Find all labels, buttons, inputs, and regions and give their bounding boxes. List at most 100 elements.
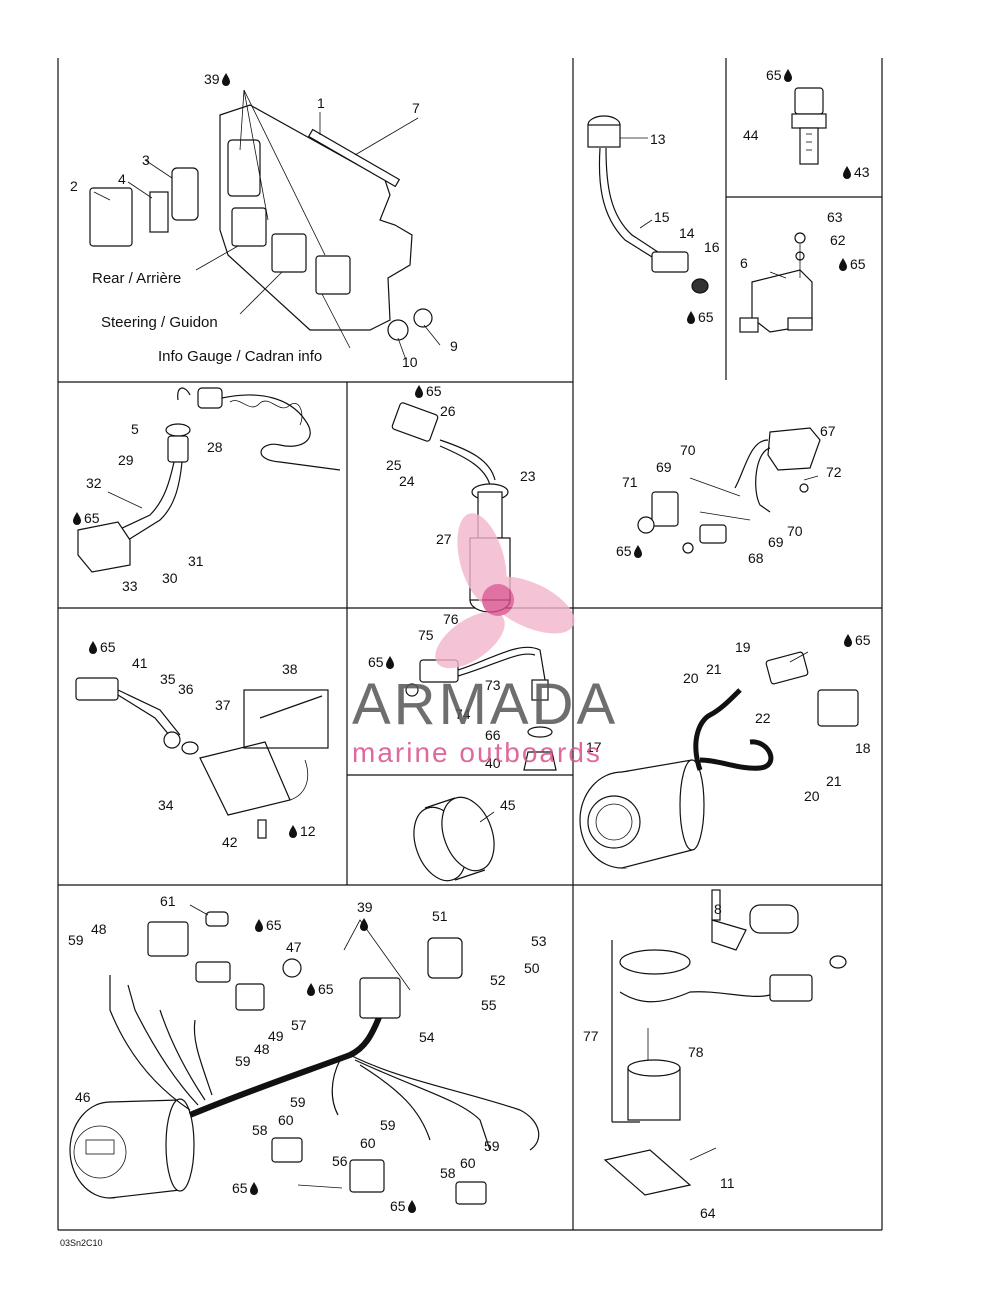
part-label-p54: 54 — [419, 1029, 435, 1045]
bracket-panel — [739, 232, 813, 333]
part-label-p69b: 69 — [768, 534, 784, 550]
part-label-p39a: 39 — [204, 71, 220, 87]
part-label-p63: 63 — [827, 209, 843, 225]
part-label-p13: 13 — [650, 131, 666, 147]
part-label-p74: 74 — [455, 706, 471, 722]
part-label-p26: 26 — [440, 403, 456, 419]
part-label-p33: 33 — [122, 578, 138, 594]
part-label-p14: 14 — [679, 225, 695, 241]
harness-panel — [69, 904, 540, 1205]
part-label-p16: 16 — [704, 239, 720, 255]
part-label-p1: 1 — [317, 95, 325, 111]
part-label-p58a: 58 — [252, 1122, 268, 1138]
part-label-p64: 64 — [700, 1205, 716, 1221]
part-label-p8: 8 — [714, 901, 722, 917]
part-label-p65f: 65 — [616, 543, 632, 559]
oil-drop-icon — [255, 919, 263, 932]
part-label-p15: 15 — [654, 209, 670, 225]
oil-drop-icon — [687, 311, 695, 324]
part-label-p65j: 65 — [266, 917, 282, 933]
caption-steering: Steering / Guidon — [101, 314, 218, 331]
part-label-p59a: 59 — [68, 932, 84, 948]
oil-drop-icon — [73, 512, 81, 525]
part-label-p66: 66 — [485, 727, 501, 743]
part-label-p6: 6 — [740, 255, 748, 271]
part-label-p59d: 59 — [380, 1117, 396, 1133]
part-label-p60b: 60 — [360, 1135, 376, 1151]
part-label-p65c: 65 — [850, 256, 866, 272]
part-label-p18: 18 — [855, 740, 871, 756]
part-label-p5: 5 — [131, 421, 139, 437]
part-label-p78: 78 — [688, 1044, 704, 1060]
oil-drop-icon — [222, 73, 230, 86]
part-label-p43: 43 — [854, 164, 870, 180]
part-label-p40: 40 — [485, 755, 501, 771]
part-label-p48b: 48 — [254, 1041, 270, 1057]
part-label-p59c: 59 — [290, 1094, 306, 1110]
part-label-p12: 12 — [300, 823, 316, 839]
part-label-p65a: 65 — [698, 309, 714, 325]
part-label-p31: 31 — [188, 553, 204, 569]
part-label-p75: 75 — [418, 627, 434, 643]
part-label-p62: 62 — [830, 232, 846, 248]
pressure-sensor-panel — [791, 87, 827, 165]
oil-drop-icon — [839, 258, 847, 271]
part-label-p36: 36 — [178, 681, 194, 697]
module-panel — [89, 89, 441, 361]
part-label-p27: 27 — [436, 531, 452, 547]
part-label-p67: 67 — [820, 423, 836, 439]
temp-sensor-panel — [587, 115, 709, 294]
part-label-p59e: 59 — [484, 1138, 500, 1154]
part-label-p38: 38 — [282, 661, 298, 677]
part-label-p77: 77 — [583, 1028, 599, 1044]
watermark: ARMADA marine outboards — [352, 513, 618, 768]
oil-drop-icon — [289, 825, 297, 838]
part-label-p3: 3 — [142, 152, 150, 168]
part-label-p46: 46 — [75, 1089, 91, 1105]
drawing-code: 03Sn2C10 — [60, 1238, 103, 1248]
oil-drop-icon — [843, 166, 851, 179]
part-label-p60c: 60 — [460, 1155, 476, 1171]
part-label-p65k: 65 — [318, 981, 334, 997]
oil-drop-icon — [415, 385, 423, 398]
part-label-p53: 53 — [531, 933, 547, 949]
watermark-brand: ARMADA — [352, 672, 618, 737]
part-label-p28: 28 — [207, 439, 223, 455]
part-label-p59b: 59 — [235, 1053, 251, 1069]
part-label-p68: 68 — [748, 550, 764, 566]
part-label-p65b: 65 — [766, 67, 782, 83]
part-label-p50: 50 — [524, 960, 540, 976]
part-label-p48a: 48 — [91, 921, 107, 937]
oil-drop-icon — [360, 918, 368, 931]
part-label-p56: 56 — [332, 1153, 348, 1169]
part-label-p52: 52 — [490, 972, 506, 988]
part-label-p71: 71 — [622, 474, 638, 490]
part-label-p10: 10 — [402, 354, 418, 370]
part-label-p65i: 65 — [855, 632, 871, 648]
part-label-p20b: 20 — [804, 788, 820, 804]
part-label-p9: 9 — [450, 338, 458, 354]
panel-grid — [57, 58, 883, 1231]
part-label-p30: 30 — [162, 570, 178, 586]
watermark-tagline: marine outboards — [352, 737, 602, 768]
part-label-p44: 44 — [743, 127, 759, 143]
oil-drop-icon — [307, 983, 315, 996]
part-label-p42: 42 — [222, 834, 238, 850]
cable-panel — [77, 387, 341, 573]
part-label-p57: 57 — [291, 1017, 307, 1033]
part-label-p2: 2 — [70, 178, 78, 194]
part-label-p51: 51 — [432, 908, 448, 924]
part-label-p7: 7 — [412, 100, 420, 116]
part-label-p69a: 69 — [656, 459, 672, 475]
part-label-p76: 76 — [443, 611, 459, 627]
part-label-p65m: 65 — [390, 1198, 406, 1214]
part-label-p34: 34 — [158, 797, 174, 813]
part-label-p55: 55 — [481, 997, 497, 1013]
part-label-p65h: 65 — [368, 654, 384, 670]
part-label-p58b: 58 — [440, 1165, 456, 1181]
part-label-p22: 22 — [755, 710, 771, 726]
caption-rear: Rear / Arrière — [92, 270, 181, 287]
oil-drop-icon — [784, 69, 792, 82]
part-label-p61: 61 — [160, 893, 176, 909]
part-label-p73: 73 — [485, 677, 501, 693]
